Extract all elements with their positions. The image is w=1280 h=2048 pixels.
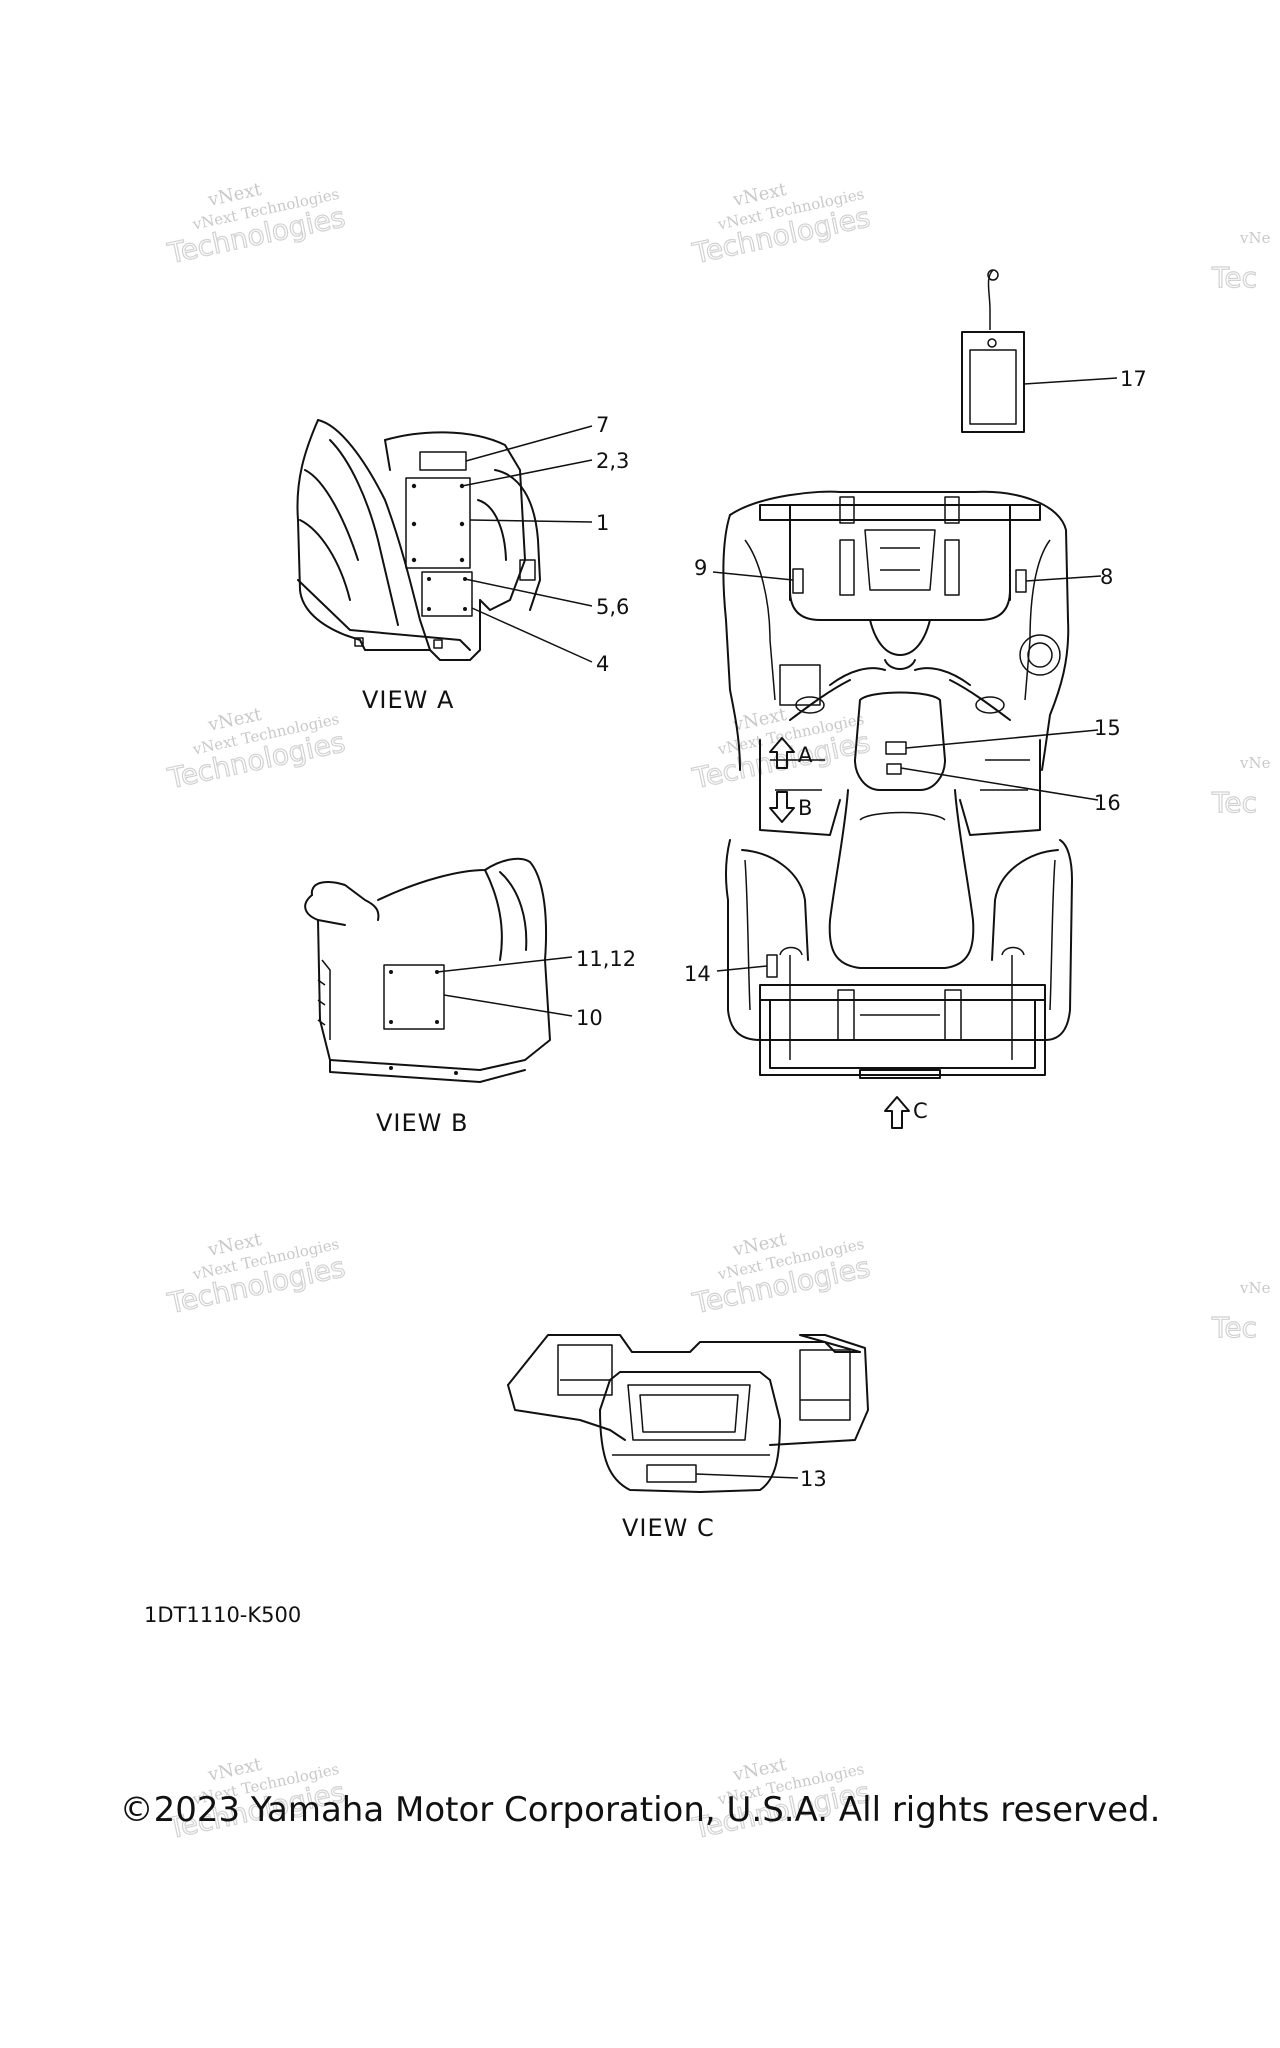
view-c-illustration	[507, 1334, 869, 1493]
callout-7: 7	[596, 413, 609, 437]
watermark-edge: vNe Tec vNe Tec vNe Tec	[1210, 229, 1271, 1345]
diagram-part-code: 1DT1110-K500	[144, 1603, 302, 1627]
callout-4: 4	[596, 652, 609, 676]
callout-1: 1	[596, 511, 609, 535]
arrow-c-label: C	[913, 1099, 928, 1123]
svg-text:Tec: Tec	[1211, 786, 1257, 819]
callout-10: 10	[576, 1006, 603, 1030]
watermark: vNext vNext Technologies Technologies	[689, 179, 874, 271]
watermark-grid: vNext vNext Technologies Technologies vN…	[164, 179, 874, 1846]
view-b-illustration	[304, 857, 573, 1083]
callout-13: 13	[800, 1467, 827, 1491]
view-a-label: VIEW A	[362, 686, 454, 714]
callout-5-6: 5,6	[596, 595, 629, 619]
atv-top-view-illustration	[712, 490, 1102, 1079]
watermark: vNext vNext Technologies Technologies	[164, 179, 349, 271]
svg-text:vNe: vNe	[1239, 1279, 1271, 1297]
hang-tag-illustration	[961, 269, 1118, 433]
callout-15: 15	[1094, 716, 1121, 740]
svg-text:Tec: Tec	[1211, 1311, 1257, 1344]
watermark: vNext vNext Technologies Technologies	[164, 704, 349, 796]
arrow-b-label: B	[798, 796, 812, 820]
watermark: vNext vNext Technologies Technologies	[164, 1229, 349, 1321]
callout-11-12: 11,12	[576, 947, 636, 971]
callout-2-3: 2,3	[596, 449, 629, 473]
view-c-label: VIEW C	[622, 1514, 715, 1542]
view-c-arrow-icon	[884, 1096, 910, 1129]
view-b-arrow-icon	[769, 791, 795, 823]
watermark: vNext vNext Technologies Technologies	[689, 1229, 874, 1321]
callout-8: 8	[1100, 565, 1113, 589]
view-a-arrow-icon	[769, 737, 795, 769]
callout-14: 14	[684, 962, 711, 986]
svg-text:vNe: vNe	[1239, 754, 1271, 772]
copyright-notice: ©2023 Yamaha Motor Corporation, U.S.A. A…	[119, 1790, 1161, 1830]
arrow-a-label: A	[798, 743, 813, 767]
svg-text:vNe: vNe	[1239, 229, 1271, 247]
callout-16: 16	[1094, 791, 1121, 815]
svg-text:Tec: Tec	[1211, 261, 1257, 294]
callout-17: 17	[1120, 367, 1147, 391]
watermark: vNext vNext Technologies Technologies	[689, 704, 874, 796]
callout-9: 9	[694, 556, 707, 580]
view-b-label: VIEW B	[376, 1109, 468, 1137]
view-a-illustration	[296, 419, 593, 663]
